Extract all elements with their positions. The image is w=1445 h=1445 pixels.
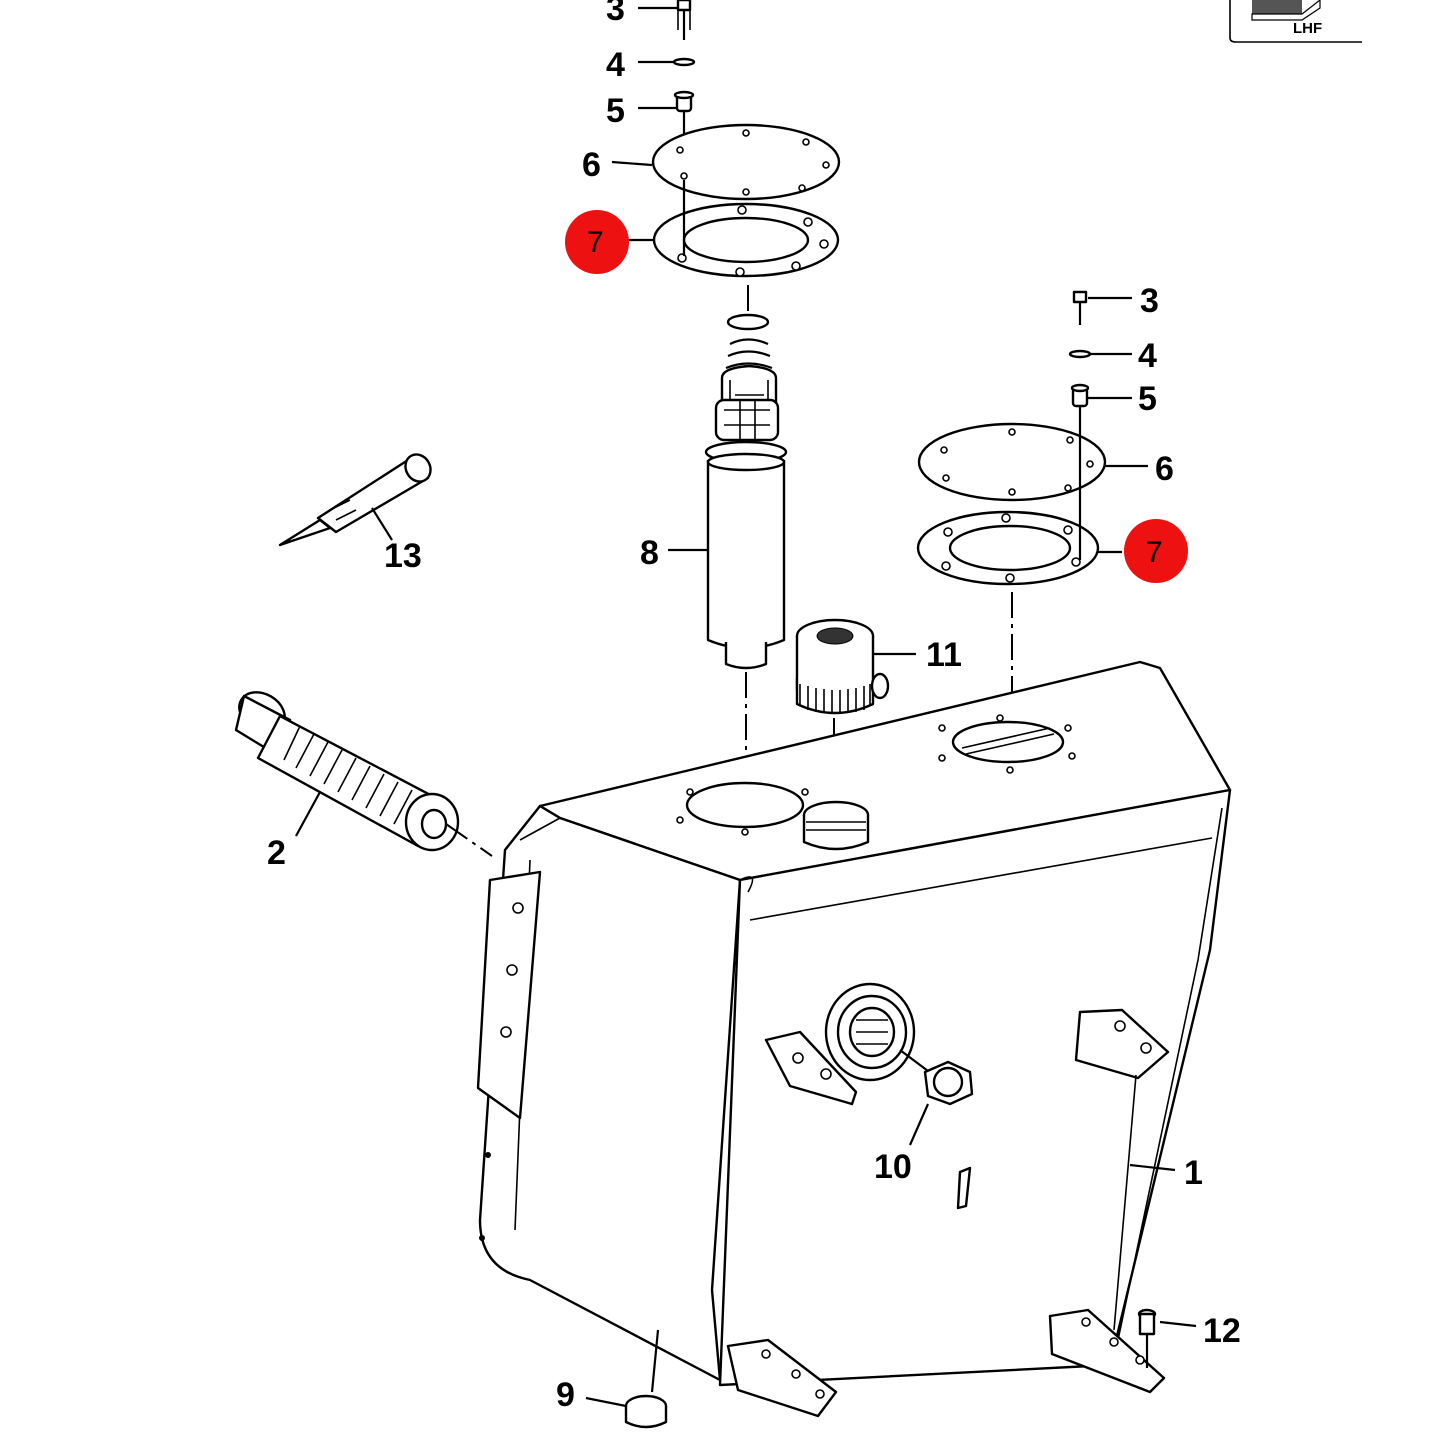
callout-6-upper: 6 — [582, 146, 601, 184]
sensor-probe — [278, 453, 432, 547]
callout-7-upper: 7 — [587, 226, 604, 259]
callout-4-upper: 4 — [606, 46, 625, 84]
callout-5-right: 5 — [1138, 380, 1157, 418]
callout-12: 12 — [1203, 1312, 1241, 1350]
filter-assembly — [668, 313, 788, 800]
drain-plug — [585, 1394, 668, 1429]
highlight-badge-7-upper — [565, 210, 629, 274]
cover-plate-right — [917, 422, 1148, 502]
callout-9: 9 — [556, 1376, 575, 1414]
gasket-upper — [628, 180, 840, 312]
orientation-inset: LHF — [1229, 0, 1362, 43]
callout-4-right: 4 — [1138, 337, 1157, 375]
bolt-stack-right — [1068, 290, 1132, 560]
callout-11: 11 — [926, 636, 962, 674]
callout-7-right: 7 — [1146, 536, 1163, 569]
cover-plate-upper — [611, 123, 841, 201]
callout-2: 2 — [267, 834, 286, 872]
plug-10 — [908, 1060, 974, 1146]
breather-cap — [795, 618, 916, 800]
gasket-right — [916, 510, 1122, 740]
inset-label: LHF — [1293, 20, 1322, 37]
suction-strainer — [234, 691, 493, 857]
callout-10: 10 — [874, 1148, 912, 1186]
bolt-12 — [1137, 1308, 1197, 1368]
callout-1: 1 — [1184, 1154, 1203, 1192]
callout-3-right: 3 — [1140, 282, 1159, 320]
bolt-stack-upper — [638, 0, 696, 180]
highlight-badge-7-right — [1124, 519, 1188, 583]
callout-3-upper: 3 — [606, 0, 625, 28]
callout-5-upper: 5 — [606, 92, 625, 130]
callout-6-right: 6 — [1155, 450, 1174, 488]
callout-8: 8 — [640, 534, 659, 572]
callout-13: 13 — [384, 537, 422, 575]
hydraulic-tank — [476, 660, 1232, 1418]
